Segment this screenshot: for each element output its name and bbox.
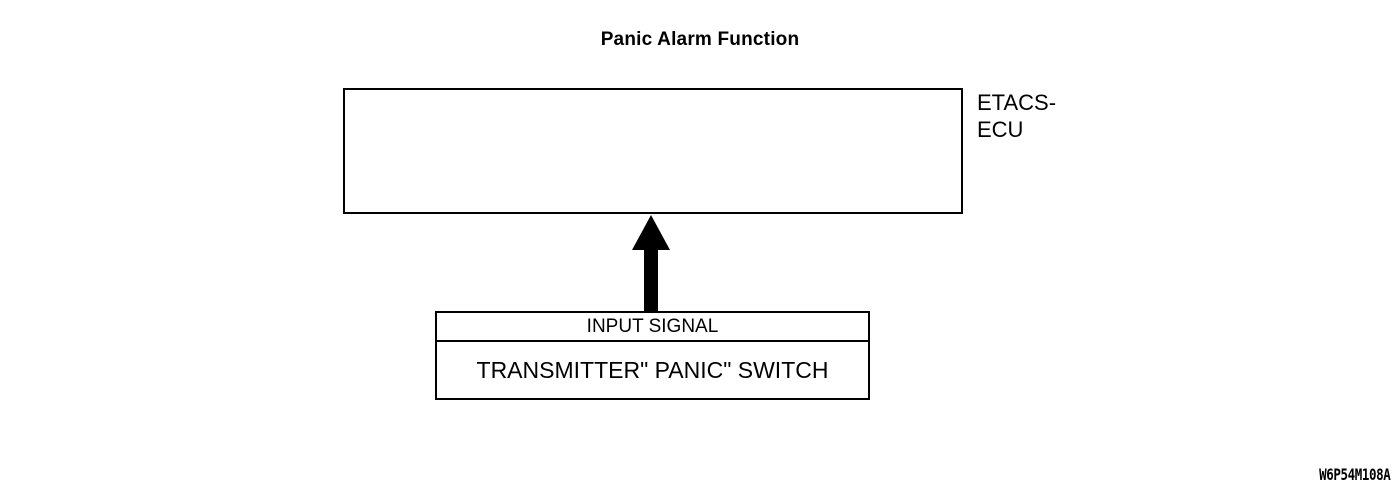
input-signal-box: INPUT SIGNAL TRANSMITTER" PANIC" SWITCH (435, 311, 870, 400)
etacs-ecu-label: ETACS- ECU (977, 90, 1057, 142)
reference-code: W6P54M108A (1318, 465, 1391, 484)
input-signal-arrow-icon (632, 215, 670, 313)
input-signal-item-transmitter-panic-switch: TRANSMITTER" PANIC" SWITCH (476, 356, 829, 383)
etacs-ecu-box (343, 88, 963, 214)
input-signal-header: INPUT SIGNAL (437, 313, 868, 342)
page-title: Panic Alarm Function (600, 29, 800, 50)
